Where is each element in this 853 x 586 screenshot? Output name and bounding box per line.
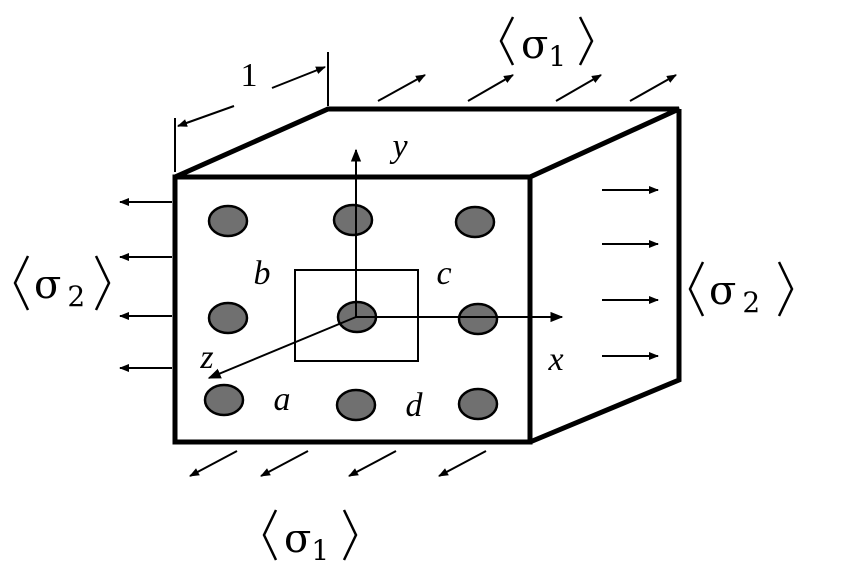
stress-arrow xyxy=(438,450,487,477)
coordinate-axes xyxy=(207,148,564,379)
sigma1-bottom-arrows xyxy=(189,450,487,477)
corner-b-label: b xyxy=(254,255,271,292)
bracket-left xyxy=(262,509,278,561)
stress-arrow xyxy=(348,450,397,477)
sigma1-top-arrows xyxy=(377,74,677,102)
sigma1-bottom-subscript: 1 xyxy=(311,534,329,567)
sigma1-bottom-symbol: σ xyxy=(284,516,311,562)
dimension-arrow-right xyxy=(271,66,326,89)
cube-front-face xyxy=(172,174,533,445)
sigma2-left-symbol: σ xyxy=(34,262,61,308)
sigma1-bottom-label: σ1 xyxy=(262,509,358,567)
cube-right-face xyxy=(529,109,682,445)
axis-x-label: x xyxy=(547,341,563,378)
bracket-left xyxy=(688,261,705,317)
fiber xyxy=(457,387,499,421)
sigma2-left-arrows xyxy=(119,198,172,372)
sigma2-right-symbol: σ xyxy=(709,268,736,314)
bracket-right xyxy=(94,255,111,311)
sigma1-top-symbol: σ xyxy=(521,22,548,68)
bracket-left xyxy=(499,16,515,66)
axis-z-label: z xyxy=(199,339,213,376)
stress-arrow xyxy=(629,74,677,102)
sigma2-right-arrows xyxy=(602,186,659,360)
corner-c-label: c xyxy=(436,255,451,292)
dimension-indicator xyxy=(174,52,329,172)
svg-text:σ1: σ1 xyxy=(521,22,566,73)
fiber xyxy=(335,388,377,422)
sigma1-top-subscript: 1 xyxy=(548,40,566,73)
stress-arrow xyxy=(377,74,426,102)
dimension-arrow-left xyxy=(177,105,235,127)
bracket-right xyxy=(578,16,594,66)
stress-arrow xyxy=(260,450,309,477)
fiber xyxy=(207,204,249,238)
dimension-label: 1 xyxy=(241,57,258,94)
bracket-right xyxy=(342,509,358,561)
sigma1-top-label: σ1 xyxy=(499,16,594,73)
svg-text:σ2: σ2 xyxy=(709,268,760,319)
fiber xyxy=(207,301,249,335)
axis-y-label: y xyxy=(389,128,408,165)
stress-arrow xyxy=(467,74,514,102)
fiber xyxy=(454,205,496,239)
fibers xyxy=(203,203,499,422)
sigma2-right-subscript: 2 xyxy=(742,286,760,319)
z-axis xyxy=(207,316,357,379)
fiber xyxy=(203,383,245,417)
cube xyxy=(172,106,682,445)
bracket-right xyxy=(777,261,794,317)
svg-text:σ2: σ2 xyxy=(34,262,85,313)
fiber xyxy=(457,302,499,336)
stress-arrow xyxy=(555,74,602,102)
fiber xyxy=(332,203,374,237)
svg-text:σ1: σ1 xyxy=(284,516,329,567)
cube-top-face xyxy=(173,106,681,180)
sigma2-left-subscript: 2 xyxy=(67,280,85,313)
bracket-left xyxy=(13,255,30,311)
corner-a-label: a xyxy=(274,381,291,418)
stress-arrow xyxy=(189,450,238,477)
corner-d-label: d xyxy=(406,387,424,424)
